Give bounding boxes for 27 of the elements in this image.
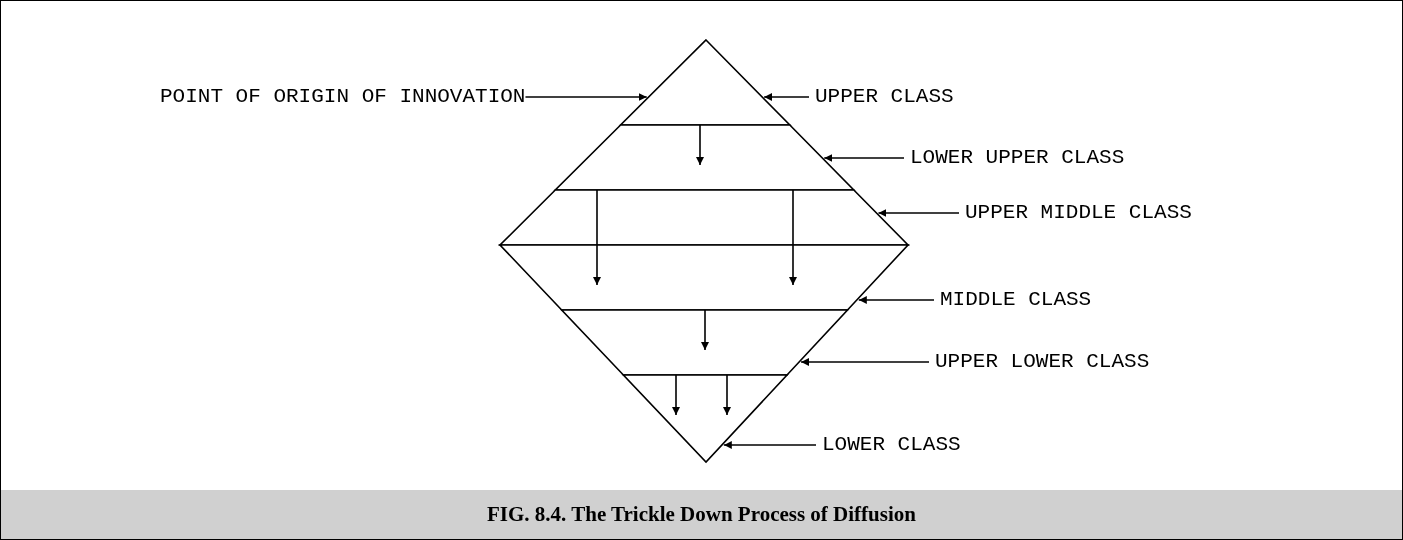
class-label: UPPER LOWER CLASS xyxy=(935,349,1150,375)
pyramid-tier xyxy=(618,38,792,126)
arrow xyxy=(593,189,601,286)
arrow xyxy=(723,374,731,416)
leader-arrow xyxy=(524,93,648,101)
arrow xyxy=(701,309,709,351)
class-label: LOWER CLASS xyxy=(822,432,961,458)
leader-arrow xyxy=(723,441,817,449)
class-label: UPPER MIDDLE CLASS xyxy=(965,200,1192,226)
class-label: UPPER CLASS xyxy=(815,84,954,110)
pyramid-tier xyxy=(621,374,789,464)
leader-arrow xyxy=(858,296,935,304)
arrow xyxy=(696,124,704,166)
pyramid-tier xyxy=(498,244,910,311)
pyramid-tier xyxy=(553,124,856,191)
leader-arrow xyxy=(800,358,930,366)
class-label: MIDDLE CLASS xyxy=(940,287,1092,313)
pyramid-tier xyxy=(559,309,850,376)
leader-arrow xyxy=(823,154,905,162)
figure-caption: FIG. 8.4. The Trickle Down Process of Diffusion xyxy=(1,490,1402,539)
pyramid-tier xyxy=(498,189,910,246)
arrow xyxy=(789,189,797,286)
leader-arrow xyxy=(763,93,810,101)
origin-label: POINT OF ORIGIN OF INNOVATION xyxy=(160,84,526,110)
class-label: LOWER UPPER CLASS xyxy=(910,145,1125,171)
leader-arrow xyxy=(877,209,960,217)
arrow xyxy=(672,374,680,416)
